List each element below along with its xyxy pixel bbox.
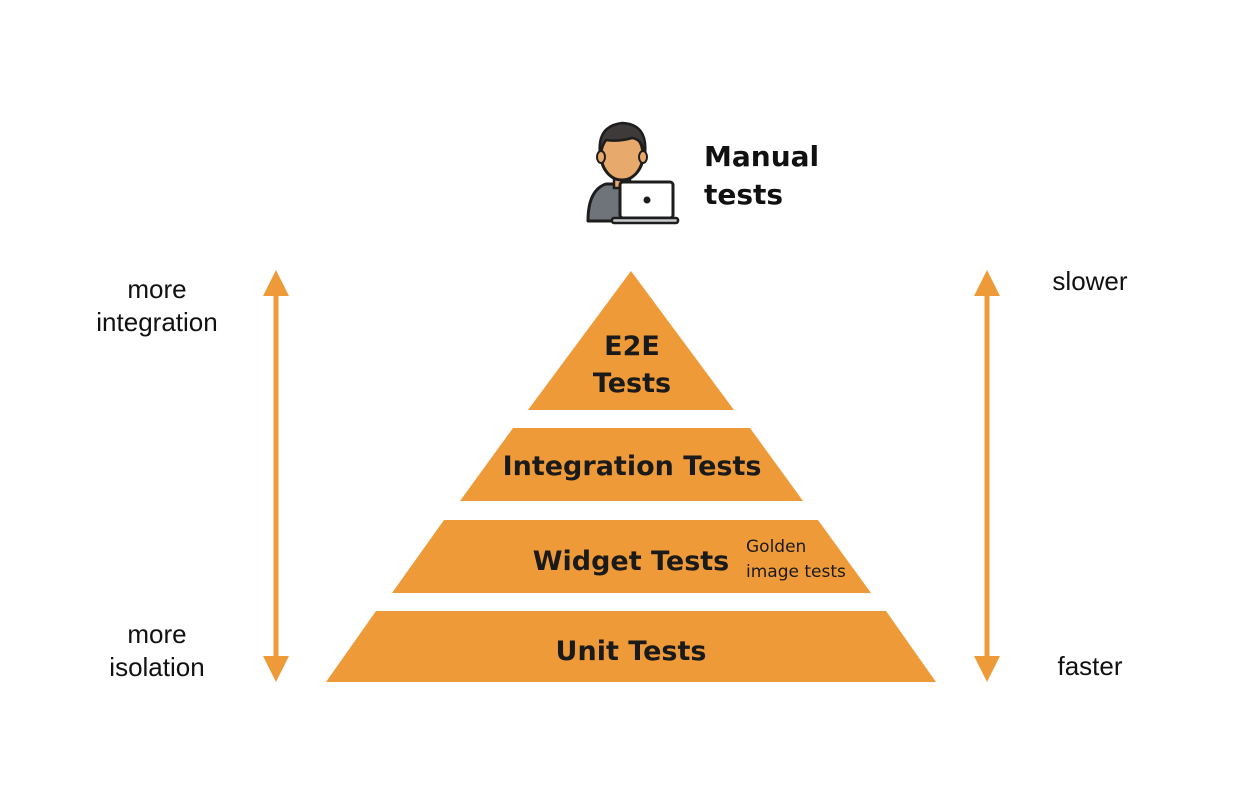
manual-tests-line2: tests — [704, 178, 784, 211]
more-isolation-line1: more — [127, 619, 187, 649]
slower-label: slower — [1030, 265, 1150, 298]
person-with-laptop-icon — [586, 121, 680, 225]
golden-label-line1: Golden — [746, 537, 806, 557]
left-arrow-head-down — [263, 656, 289, 682]
faster-text: faster — [1057, 651, 1123, 681]
unit-label: Unit Tests — [556, 636, 707, 667]
manual-tests-label: Manual tests — [704, 138, 819, 214]
manual-tests-line1: Manual — [704, 140, 820, 173]
left-arrow-head-up — [263, 270, 289, 296]
more-integration-label: more integration — [72, 273, 242, 339]
faster-label: faster — [1030, 650, 1150, 683]
more-integration-line2: integration — [96, 307, 218, 337]
e2e-layer — [528, 271, 734, 410]
more-integration-line1: more — [127, 274, 187, 304]
integration-layer — [460, 428, 803, 501]
more-isolation-line2: isolation — [109, 652, 205, 682]
right-arrow-head-down — [974, 656, 1000, 682]
more-isolation-label: more isolation — [72, 618, 242, 684]
e2e-label-line2: Tests — [593, 368, 671, 399]
unit-layer — [326, 611, 936, 682]
right-double-arrow — [974, 270, 1000, 682]
slower-text: slower — [1052, 266, 1128, 296]
widget-layer — [392, 520, 871, 593]
left-double-arrow — [263, 270, 289, 682]
widget-label: Widget Tests — [533, 546, 730, 577]
e2e-label-line1: E2E — [604, 331, 660, 362]
right-arrow-head-up — [974, 270, 1000, 296]
integration-label: Integration Tests — [503, 451, 762, 482]
golden-label-line2: image tests — [746, 562, 846, 582]
